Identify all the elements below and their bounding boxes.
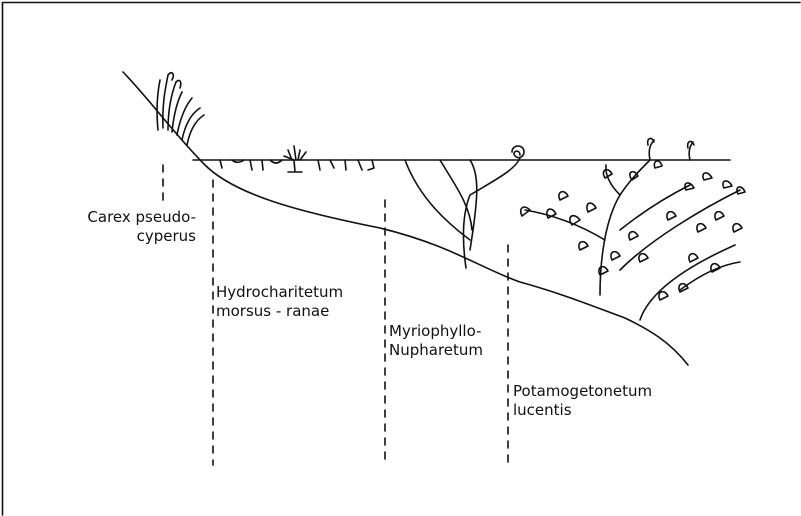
zone-label-myriophyllo-line2: Nupharetum (389, 341, 483, 360)
zone-label-hydrocharitetum-line1: Hydrocharitetum (216, 283, 343, 302)
zone-label-potamogetonetum-line2: lucentis (513, 401, 652, 420)
carex-reed-plant (157, 73, 204, 145)
zone-label-carex-line1: Carex pseudo- (52, 208, 196, 227)
zone-label-myriophyllo: Myriophyllo- Nupharetum (389, 322, 483, 360)
zone-label-carex: Carex pseudo- cyperus (52, 208, 196, 246)
hydrocharis-floating-plants (220, 146, 374, 172)
nuphar-plant (405, 146, 524, 268)
zone-label-hydrocharitetum: Hydrocharitetum morsus - ranae (216, 283, 343, 321)
zone-label-potamogetonetum-line1: Potamogetonetum (513, 382, 652, 401)
figure-frame (3, 3, 801, 516)
zone-label-carex-line2: cyperus (52, 227, 196, 246)
zone-label-potamogetonetum: Potamogetonetum lucentis (513, 382, 652, 420)
zone-label-hydrocharitetum-line2: morsus - ranae (216, 302, 343, 321)
zone-label-myriophyllo-line1: Myriophyllo- (389, 322, 483, 341)
